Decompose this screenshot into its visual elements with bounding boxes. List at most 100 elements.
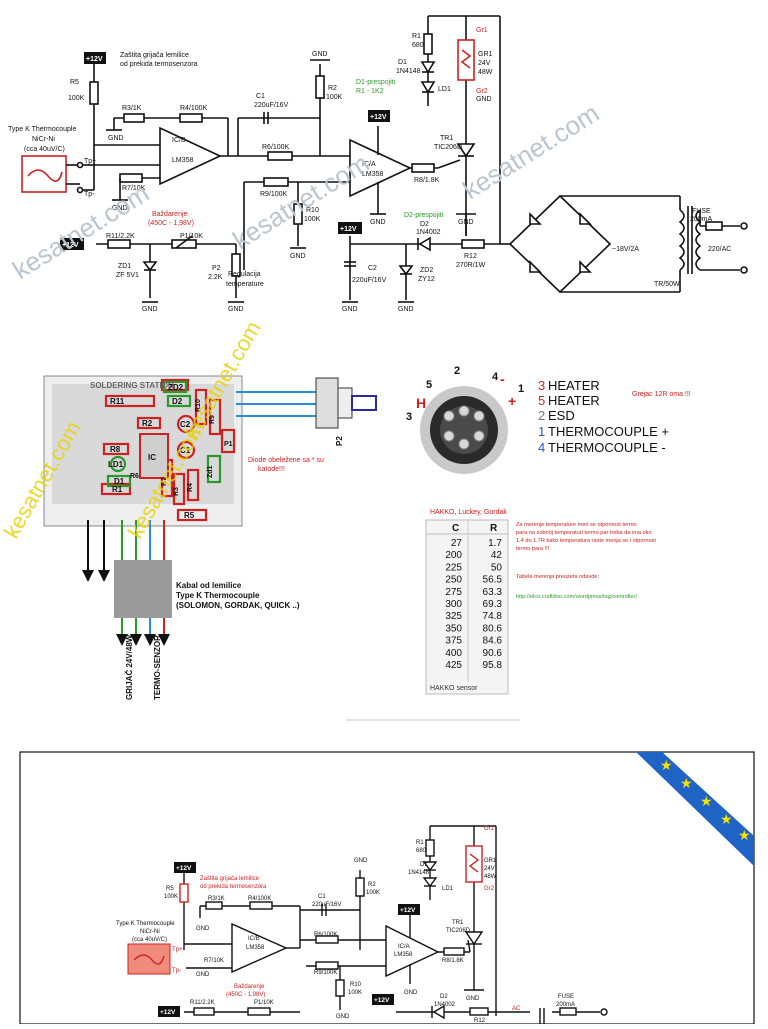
gnd-label: GND bbox=[476, 96, 492, 103]
table-cell-resistance: 84.6 bbox=[483, 636, 503, 647]
calibration-value: (450C - 1,98V) bbox=[148, 220, 194, 227]
legend-text: THERMOCOUPLE + bbox=[548, 424, 669, 439]
r8-label: R8/1.8K bbox=[442, 958, 464, 964]
connector-p2-label: P2 bbox=[335, 436, 344, 446]
pcb-layout bbox=[43, 375, 377, 646]
sensor-output-label: TERMO-SENZOR bbox=[153, 635, 162, 700]
d1-label: D1 bbox=[420, 862, 428, 868]
ac-voltage-label: ~18V/2A bbox=[612, 246, 639, 253]
table-caption: HAKKO sensor bbox=[430, 685, 478, 692]
table-cell-resistance: 95.8 bbox=[483, 660, 503, 671]
pcb-label-ld1: LD1 bbox=[108, 460, 124, 469]
supply-label: +12V bbox=[400, 907, 416, 914]
svg-text:★: ★ bbox=[720, 811, 733, 827]
c1-value: 220uF/16V bbox=[312, 902, 341, 908]
ica-part: LM358 bbox=[362, 171, 384, 178]
svg-text:★: ★ bbox=[680, 775, 693, 791]
r12-label: R12 bbox=[464, 253, 477, 260]
table-cell-resistance: 1.7 bbox=[488, 538, 502, 549]
watermark-group: kesatnet.com kesatnet.com kesatnet.com bbox=[7, 98, 604, 285]
legend-number: 1 bbox=[538, 424, 545, 439]
ica-label: IC/A bbox=[398, 944, 410, 950]
r1-label: R1 bbox=[416, 840, 424, 846]
tr1-value: TIC206D bbox=[434, 144, 462, 151]
tp-minus-label: Tp- bbox=[172, 968, 181, 974]
table-cell-temperature: 375 bbox=[445, 636, 462, 647]
gr1-label: GR1 bbox=[478, 51, 493, 58]
regulation-label: Regulacija bbox=[228, 271, 261, 278]
r1-value: 680 bbox=[412, 42, 424, 49]
r10-value: 100K bbox=[348, 990, 362, 996]
brands-label: HAKKO, Luckey, Gordak bbox=[430, 509, 507, 516]
gr1-voltage: 24V bbox=[478, 60, 491, 67]
r7-label: R7/10K bbox=[204, 958, 224, 964]
table-cell-resistance: 56.5 bbox=[483, 575, 503, 586]
r10-value: 100K bbox=[304, 216, 321, 223]
protect-label-2: od prekida termosenzora bbox=[200, 884, 267, 890]
calibration-value: (450C - 1,98V) bbox=[226, 992, 265, 998]
pcb-label-d1: D1 bbox=[114, 477, 125, 486]
pcb-label-r2: R2 bbox=[142, 419, 153, 428]
ac-label: AC bbox=[512, 1006, 521, 1012]
icb-label: IC/B bbox=[248, 936, 260, 942]
pin-legend: 3 HEATER 5 HEATER 2 ESD 1 THERMOCOUPLE +… bbox=[538, 378, 669, 455]
r6-label: R6/100K bbox=[262, 144, 290, 151]
c2-value: 220uF/16V bbox=[352, 277, 387, 284]
icb-label: IC/B bbox=[172, 137, 186, 144]
tp-plus-label: Tp+ bbox=[84, 158, 96, 165]
pcb-label-ic: IC bbox=[148, 453, 156, 462]
supply-label: +12V bbox=[370, 114, 387, 121]
watermark: kesatnet.com bbox=[227, 148, 374, 255]
table-cell-temperature: 250 bbox=[445, 575, 462, 586]
pcb-label-d2: D2 bbox=[172, 397, 183, 406]
legend-text: ESD bbox=[548, 408, 575, 423]
thermocouple-plus-marker: + bbox=[508, 393, 516, 409]
r3-label: R3/1K bbox=[122, 105, 142, 112]
zd2-value: ZY12 bbox=[418, 276, 435, 283]
r11-label: R11/2.2K bbox=[106, 233, 135, 240]
thermocouple-type: NiCr-Ni bbox=[32, 136, 55, 143]
gnd-label: GND bbox=[312, 51, 328, 58]
gnd-label: GND bbox=[342, 306, 358, 313]
diode-note: Diode obeležene sa * su bbox=[248, 457, 324, 464]
ld1-label: LD1 bbox=[442, 886, 454, 892]
pcb-label-r7: R7 bbox=[161, 477, 168, 486]
legend-number: 2 bbox=[538, 408, 545, 423]
table-cell-resistance: 74.8 bbox=[483, 611, 503, 622]
gnd-label: GND bbox=[354, 858, 368, 864]
d2-value: 1N4002 bbox=[434, 1002, 456, 1008]
table-cell-temperature: 200 bbox=[445, 550, 462, 561]
c1-value: 220uF/16V bbox=[254, 102, 289, 109]
r2-value: 100K bbox=[366, 890, 380, 896]
table-cell-resistance: 63.3 bbox=[483, 587, 503, 598]
tr1-label: TR1 bbox=[452, 920, 464, 926]
table-cell-resistance: 42 bbox=[491, 550, 503, 561]
watermark: kesatnet.com bbox=[7, 178, 154, 285]
zd2-label: ZD2 bbox=[420, 267, 433, 274]
ica-part: LM358 bbox=[394, 952, 413, 958]
pcb-label-r11: R11 bbox=[110, 397, 125, 406]
measurement-note: para na sobnoj temperaturi termo par tre… bbox=[516, 530, 652, 536]
pin-label: 2 bbox=[454, 365, 460, 377]
pcb-label-r5: R5 bbox=[184, 511, 195, 520]
d2-label: D2 bbox=[440, 994, 448, 1000]
calibration-label: Baždarenje bbox=[152, 211, 188, 218]
heater-marker: H bbox=[416, 395, 426, 411]
source-link[interactable]: http://elco.craftdoo.com/wordpress/tag/c… bbox=[516, 594, 637, 600]
r7-label: R7/10K bbox=[122, 185, 146, 192]
supply-label: +12V bbox=[62, 242, 79, 249]
tr1-label: TR1 bbox=[440, 135, 453, 142]
table-cell-temperature: 275 bbox=[445, 587, 462, 598]
zd1-label: ZD1 bbox=[118, 263, 131, 270]
gr1-bottom-label: Gr2 bbox=[484, 886, 495, 892]
legend-number: 5 bbox=[538, 393, 545, 408]
gnd-label: GND bbox=[108, 135, 124, 142]
source-note: Tabela merenja preuzeta odavde: bbox=[516, 574, 599, 580]
hakko-table bbox=[425, 519, 509, 695]
pin-label: 3 bbox=[406, 411, 412, 423]
pcb-label-zd2: ZD2 bbox=[168, 383, 184, 392]
tr1-value: TIC206D bbox=[446, 928, 471, 934]
pin-label: 1 bbox=[518, 383, 524, 395]
watermark: kesatnet.com bbox=[457, 98, 604, 205]
